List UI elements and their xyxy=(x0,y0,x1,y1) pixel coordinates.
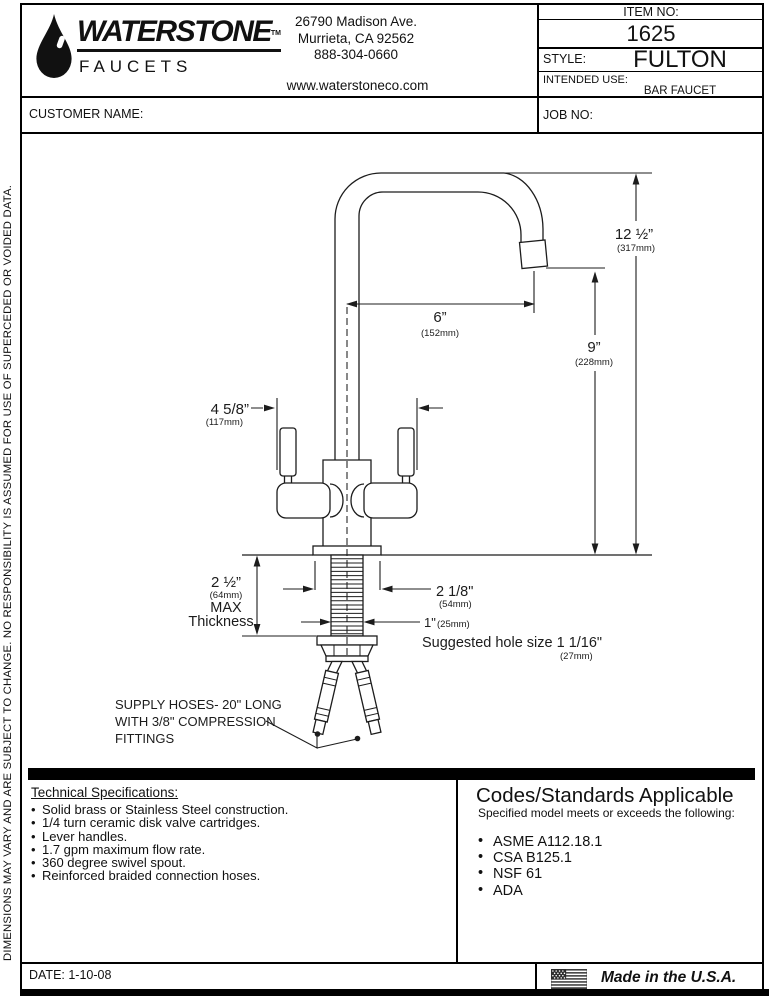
hose-note-line2: WITH 3/8" COMPRESSION xyxy=(115,714,276,729)
dim-spout-reach-in: 6” xyxy=(433,309,446,326)
job-no-label: JOB NO: xyxy=(543,108,594,122)
right-lever-handle xyxy=(397,427,415,477)
intended-use-label: INTENDED USE: xyxy=(543,74,628,86)
dim-overall-width-in: 4 5/8” xyxy=(211,401,249,418)
right-valve-body xyxy=(363,482,418,519)
intended-use-value: BAR FAUCET xyxy=(643,85,717,97)
right-valve-cap-arc xyxy=(350,483,365,518)
dim-thickness-label: Thickness xyxy=(188,614,253,630)
codes-subheading: Specified model meets or exceeds the fol… xyxy=(478,806,735,820)
code-item: ADA xyxy=(478,882,738,899)
made-in-usa-label: Made in the U.S.A. xyxy=(601,969,737,986)
code-item: CSA B125.1 xyxy=(478,849,738,866)
faucet-outline xyxy=(242,172,652,736)
dim-spout-reach-mm: (152mm) xyxy=(421,328,459,339)
address-line-1: 26790 Madison Ave. xyxy=(294,14,418,29)
customer-name-label: CUSTOMER NAME: xyxy=(29,107,144,121)
date-label: DATE: 1-10-08 xyxy=(29,968,112,982)
brand-wordmark: WATERSTONETM xyxy=(77,15,282,52)
rule-item-value xyxy=(538,47,764,49)
nut-facets xyxy=(333,645,361,656)
rule-itemno xyxy=(538,18,764,20)
border-right xyxy=(762,3,764,990)
spec-item: 1/4 turn ceramic disk valve cartridges. xyxy=(31,816,331,830)
item-no-label: ITEM NO: xyxy=(623,5,679,19)
dim-base-width-in: 2 1/8" xyxy=(436,584,473,600)
rule-customer-bottom xyxy=(20,132,764,134)
dim-spout-height-in: 9” xyxy=(587,339,600,356)
dim-max-label: MAX xyxy=(210,600,242,616)
waterstone-drop-logo-icon xyxy=(36,14,72,78)
spout-nozzle xyxy=(518,239,549,270)
dim-overall-height-mm: (317mm) xyxy=(617,243,655,254)
rule-style xyxy=(538,71,764,73)
codes-list: ASME A112.18.1 CSA B125.1 NSF 61 ADA xyxy=(478,833,738,899)
divider-bottom-sections xyxy=(456,780,458,963)
faucet-technical-drawing: 6” (152mm) 12 ½” (317mm) 9” (228mm) 4 5/… xyxy=(115,172,655,749)
hose-note-line1: SUPPLY HOSES- 20" LONG xyxy=(115,697,282,712)
style-label: STYLE: xyxy=(543,52,587,66)
dim-max-thickness-mm: (64mm) xyxy=(210,590,243,601)
hole-size-note: Suggested hole size 1 1/16" xyxy=(422,635,602,651)
spec-item: Solid brass or Stainless Steel construct… xyxy=(31,803,331,817)
rule-footer-top xyxy=(20,962,764,964)
hose-leader-dot-left xyxy=(314,731,321,737)
company-address: 26790 Madison Ave. Murrieta, CA 92562 88… xyxy=(272,14,440,64)
hose-note-line3: FITTINGS xyxy=(115,731,175,746)
left-lever-handle xyxy=(279,427,297,477)
company-website: www.waterstoneco.com xyxy=(286,78,429,93)
style-value: FULTON xyxy=(633,46,727,73)
specs-heading: Technical Specifications: xyxy=(31,785,179,800)
right-supply-hose xyxy=(354,669,382,736)
border-top xyxy=(20,3,764,5)
mounting-nut-collar xyxy=(325,655,369,663)
code-item: ASME A112.18.1 xyxy=(478,833,738,850)
hose-leader-dot-right xyxy=(354,735,361,742)
specs-list: Solid brass or Stainless Steel construct… xyxy=(31,803,331,883)
dim-shank-dia-in: 1" xyxy=(424,615,436,630)
dim-shank-dia-mm: (25mm) xyxy=(437,619,470,630)
code-item: NSF 61 xyxy=(478,865,738,882)
address-line-2: Murrieta, CA 92562 xyxy=(297,30,415,46)
dim-max-thickness-in: 2 ½” xyxy=(211,574,241,591)
dim-overall-width-mm: (117mm) xyxy=(206,417,243,428)
left-valve-body xyxy=(276,482,331,519)
rule-header-bottom xyxy=(20,96,764,98)
border-left xyxy=(20,3,22,990)
brand-tm: TM xyxy=(270,30,282,37)
usa-flag-icon xyxy=(551,969,587,989)
dim-overall-height-in: 12 ½” xyxy=(615,226,653,243)
brand-subtitle: FAUCETS xyxy=(79,57,193,76)
spec-item: Reinforced braided connection hoses. xyxy=(31,869,331,883)
spec-item: 1.7 gpm maximum flow rate. xyxy=(31,843,331,857)
item-no-value: 1625 xyxy=(626,21,676,46)
spec-item: Lever handles. xyxy=(31,829,331,843)
body-column xyxy=(322,459,372,546)
left-valve-cap-arc xyxy=(329,483,344,518)
dim-base-width-mm: (54mm) xyxy=(439,599,472,610)
margin-disclaimer-text: DIMENSIONS MAY VARY AND ARE SUBJECT TO C… xyxy=(2,184,14,961)
address-line-3: 888-304-0660 xyxy=(313,47,399,62)
brand-text: WATERSTONE xyxy=(77,15,272,48)
border-bottom-bar xyxy=(20,989,769,996)
dimension-arrowheads xyxy=(253,173,640,742)
section-black-bar xyxy=(28,768,755,780)
dim-spout-height-mm: (228mm) xyxy=(575,357,613,368)
hole-size-mm: (27mm) xyxy=(560,651,593,662)
divider-header-right xyxy=(537,3,539,134)
dimension-lines xyxy=(242,172,652,749)
left-supply-hose xyxy=(312,669,340,736)
hose-leader-line xyxy=(265,720,358,749)
spec-item: 360 degree swivel spout. xyxy=(31,856,331,870)
codes-heading: Codes/Standards Applicable xyxy=(476,784,734,807)
divider-footer xyxy=(535,962,537,990)
